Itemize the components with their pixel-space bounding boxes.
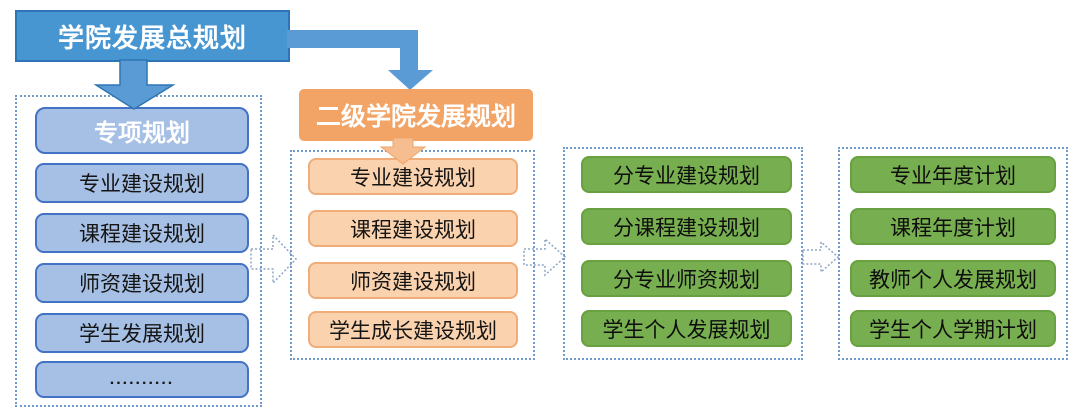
plan-item: 课程建设规划 (308, 210, 518, 247)
plan-item: 分课程建设规划 (581, 208, 792, 245)
plan-item: 师资建设规划 (308, 262, 518, 299)
flow-arrow-2 (523, 237, 567, 277)
plan-item-label: 教师个人发展规划 (869, 268, 1037, 292)
plan-item: 学生发展规划 (35, 313, 249, 353)
master-plan-box: 学院发展总规划 (15, 10, 290, 62)
plan-item: 学生成长建设规划 (308, 311, 518, 348)
flow-arrow-1 (250, 233, 298, 285)
plan-item: 专业建设规划 (35, 163, 249, 203)
down-arrow-to-special-plans (93, 59, 176, 110)
plan-item-label: 分专业建设规划 (613, 164, 760, 188)
plan-item: 分专业建设规划 (581, 156, 792, 193)
master-plan-label: 学院发展总规划 (57, 22, 247, 53)
plan-item-label: 师资建设规划 (350, 270, 476, 294)
secondary-college-plan-label: 二级学院发展规划 (315, 103, 516, 131)
plan-item: 教师个人发展规划 (850, 260, 1056, 297)
flow-arrow-3 (802, 240, 840, 274)
special-plans-header: 专项规划 (35, 107, 249, 154)
elbow-arrow-to-secondary-college-plan (287, 30, 433, 90)
plan-item-label: 专业年度计划 (890, 164, 1016, 188)
plan-item-label: 课程建设规划 (350, 218, 476, 242)
plan-item: 课程年度计划 (850, 208, 1056, 245)
plan-item-label: 学生个人学期计划 (869, 318, 1037, 342)
secondary-college-plan-header: 二级学院发展规划 (299, 89, 533, 141)
plan-item-label: 专业建设规划 (350, 166, 476, 190)
plan-item: 学生个人学期计划 (850, 310, 1056, 347)
special-plans-header-label: 专项规划 (94, 120, 190, 147)
orange-down-arrow (379, 137, 427, 165)
annual-plans-panel (838, 147, 1068, 360)
ellipsis-label: .......... (109, 370, 175, 388)
plan-item: 分专业师资规划 (581, 260, 792, 297)
plan-item-label: 学生成长建设规划 (329, 319, 497, 343)
plan-item-label: 课程建设规划 (79, 223, 205, 246)
plan-item: 专业建设规划 (308, 158, 518, 195)
plan-item-label: 学生个人发展规划 (602, 318, 771, 342)
plan-item-label: 学生发展规划 (79, 323, 205, 346)
plan-item-label: 师资建设规划 (79, 273, 205, 296)
plan-item-label: 专业建设规划 (79, 173, 205, 196)
plan-item-label: 课程年度计划 (890, 216, 1016, 240)
plan-item: 学生个人发展规划 (581, 310, 792, 347)
per-major-plans-panel (563, 147, 803, 360)
plan-item: 课程建设规划 (35, 213, 249, 253)
plan-item-label: 分课程建设规划 (613, 216, 760, 240)
plan-item: 专业年度计划 (850, 156, 1056, 193)
plan-item-label: 分专业师资规划 (613, 268, 760, 292)
plan-item: 师资建设规划 (35, 263, 249, 303)
plan-item-ellipsis: .......... (35, 361, 249, 398)
